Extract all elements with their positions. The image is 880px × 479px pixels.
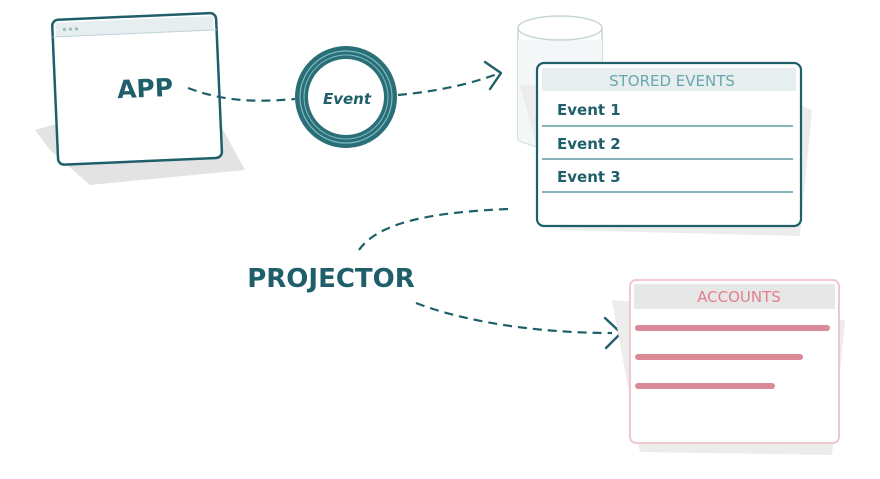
stored-events-row: Event 3 (542, 168, 793, 193)
stored-event-label: Event 1 (557, 101, 621, 119)
stored-events-frame (535, 61, 803, 228)
projector-label: PROJECTOR (247, 264, 415, 294)
accounts-header (634, 284, 835, 309)
event-bubble-label: Event (323, 90, 372, 108)
stored-events-row: Event 2 (542, 135, 793, 160)
event-to-store-connector (397, 72, 498, 97)
projector-to-accounts-connector (415, 301, 613, 335)
stored-event-label: Event 3 (557, 168, 621, 186)
window-dot-icon (62, 27, 67, 32)
database-top (517, 15, 603, 41)
accounts-panel: ACCOUNTS (612, 279, 845, 455)
app-window-frame (51, 11, 224, 166)
stored-events-title: STORED EVENTS (609, 72, 735, 90)
stored-events-header (542, 68, 796, 91)
arrowhead-icon (483, 60, 503, 91)
app-label: APP (116, 73, 173, 104)
window-dot-icon (74, 27, 79, 31)
stored-events-row: Event 1 (542, 101, 793, 127)
store-to-projector-connector (358, 207, 509, 251)
app-window: APP (35, 11, 245, 185)
accounts-frame (629, 279, 840, 444)
event-bubble-inner (308, 59, 384, 135)
window-dot-icon (68, 27, 73, 31)
stored-events-panel: STORED EVENTS Event 1 Event 2 Event 3 (520, 61, 812, 236)
event-bubble: Event (295, 46, 397, 148)
app-to-event-connector (187, 86, 296, 102)
accounts-title: ACCOUNTS (697, 288, 781, 306)
stored-event-label: Event 2 (557, 135, 621, 153)
